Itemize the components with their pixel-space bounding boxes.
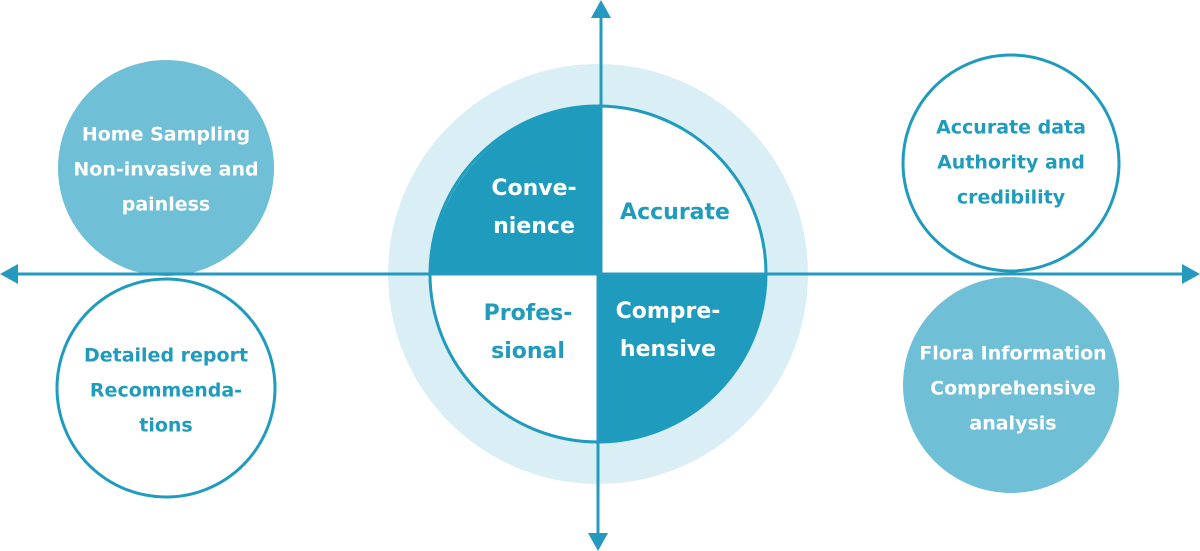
right-top-circle xyxy=(901,53,1121,273)
label-comprehensive: Compre- hensive xyxy=(616,293,721,369)
label-line: Comprehensive xyxy=(930,377,1096,400)
label-line: Detailed report xyxy=(83,344,249,367)
arrow-up-icon xyxy=(591,0,611,18)
label-line: tions xyxy=(139,414,193,437)
label-line: hensive xyxy=(619,337,717,362)
arrow-right-icon xyxy=(1182,264,1200,284)
arrow-left-icon xyxy=(0,264,18,284)
label-line: Recommenda- xyxy=(89,379,243,402)
label-line: Accurate xyxy=(620,200,730,225)
arrow-down-icon xyxy=(588,533,608,551)
label-convenience: Conve- nience xyxy=(491,170,576,246)
label-line: Non-invasive and xyxy=(73,158,259,181)
left-top-circle xyxy=(58,60,274,276)
left-top-text: Home Sampling Non-invasive and painless xyxy=(73,118,258,223)
label-line: credibility xyxy=(956,186,1066,209)
label-line: Conve- xyxy=(491,176,577,201)
label-line: Compre- xyxy=(615,299,721,324)
label-line: sional xyxy=(491,339,565,364)
quadrant-comprehensive xyxy=(597,274,767,444)
label-line: nience xyxy=(493,214,575,239)
label-line: Flora Information xyxy=(919,342,1107,365)
label-line: Home Sampling xyxy=(81,123,251,146)
label-accurate: Accurate xyxy=(620,194,730,232)
right-bottom-circle xyxy=(903,277,1119,493)
right-top-text: Accurate data Authority and credibility xyxy=(936,111,1086,216)
label-line: analysis xyxy=(969,412,1057,435)
label-line: Accurate data xyxy=(936,116,1086,139)
label-line: painless xyxy=(121,193,211,216)
left-bottom-circle xyxy=(55,277,277,499)
right-bottom-text: Flora Information Comprehensive analysis xyxy=(919,337,1106,442)
label-professional: Profes- sional xyxy=(484,295,573,371)
label-line: Authority and xyxy=(937,151,1085,174)
left-bottom-text: Detailed report Recommenda- tions xyxy=(84,339,248,444)
label-line: Profes- xyxy=(483,301,573,326)
quadrant-convenience xyxy=(431,106,601,274)
